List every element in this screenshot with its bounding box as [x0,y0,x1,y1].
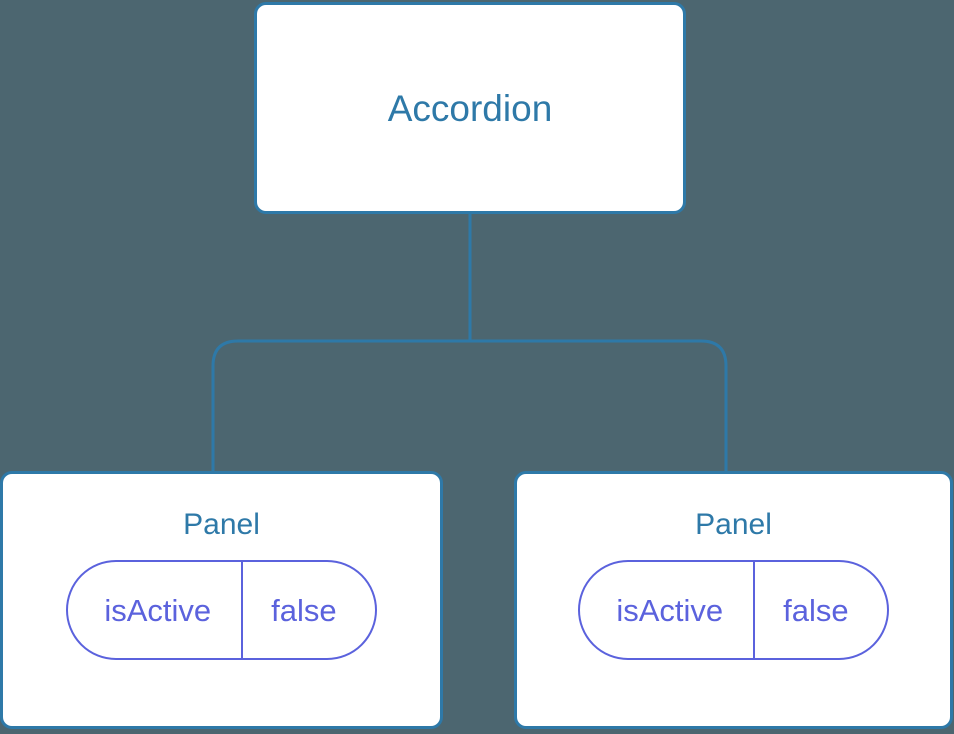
node-panel-1-label: Panel [695,508,772,541]
node-panel-0[interactable]: Panel isActive false [0,471,443,729]
state-key-panel-0: isActive [68,562,244,658]
state-key-panel-1: isActive [580,562,756,658]
state-value-panel-0: false [271,592,337,628]
node-panel-1[interactable]: Panel isActive false [514,471,953,729]
state-badge-panel-1[interactable]: isActive false [578,560,889,660]
node-accordion-label: Accordion [387,87,553,129]
edge-root-to-panel-1 [470,339,728,472]
edge-root-to-panel-0 [211,339,470,472]
state-value-panel-1: false [783,592,849,628]
state-badge-panel-0[interactable]: isActive false [66,560,377,660]
node-panel-0-label: Panel [183,508,260,541]
node-accordion[interactable]: Accordion [254,2,686,214]
